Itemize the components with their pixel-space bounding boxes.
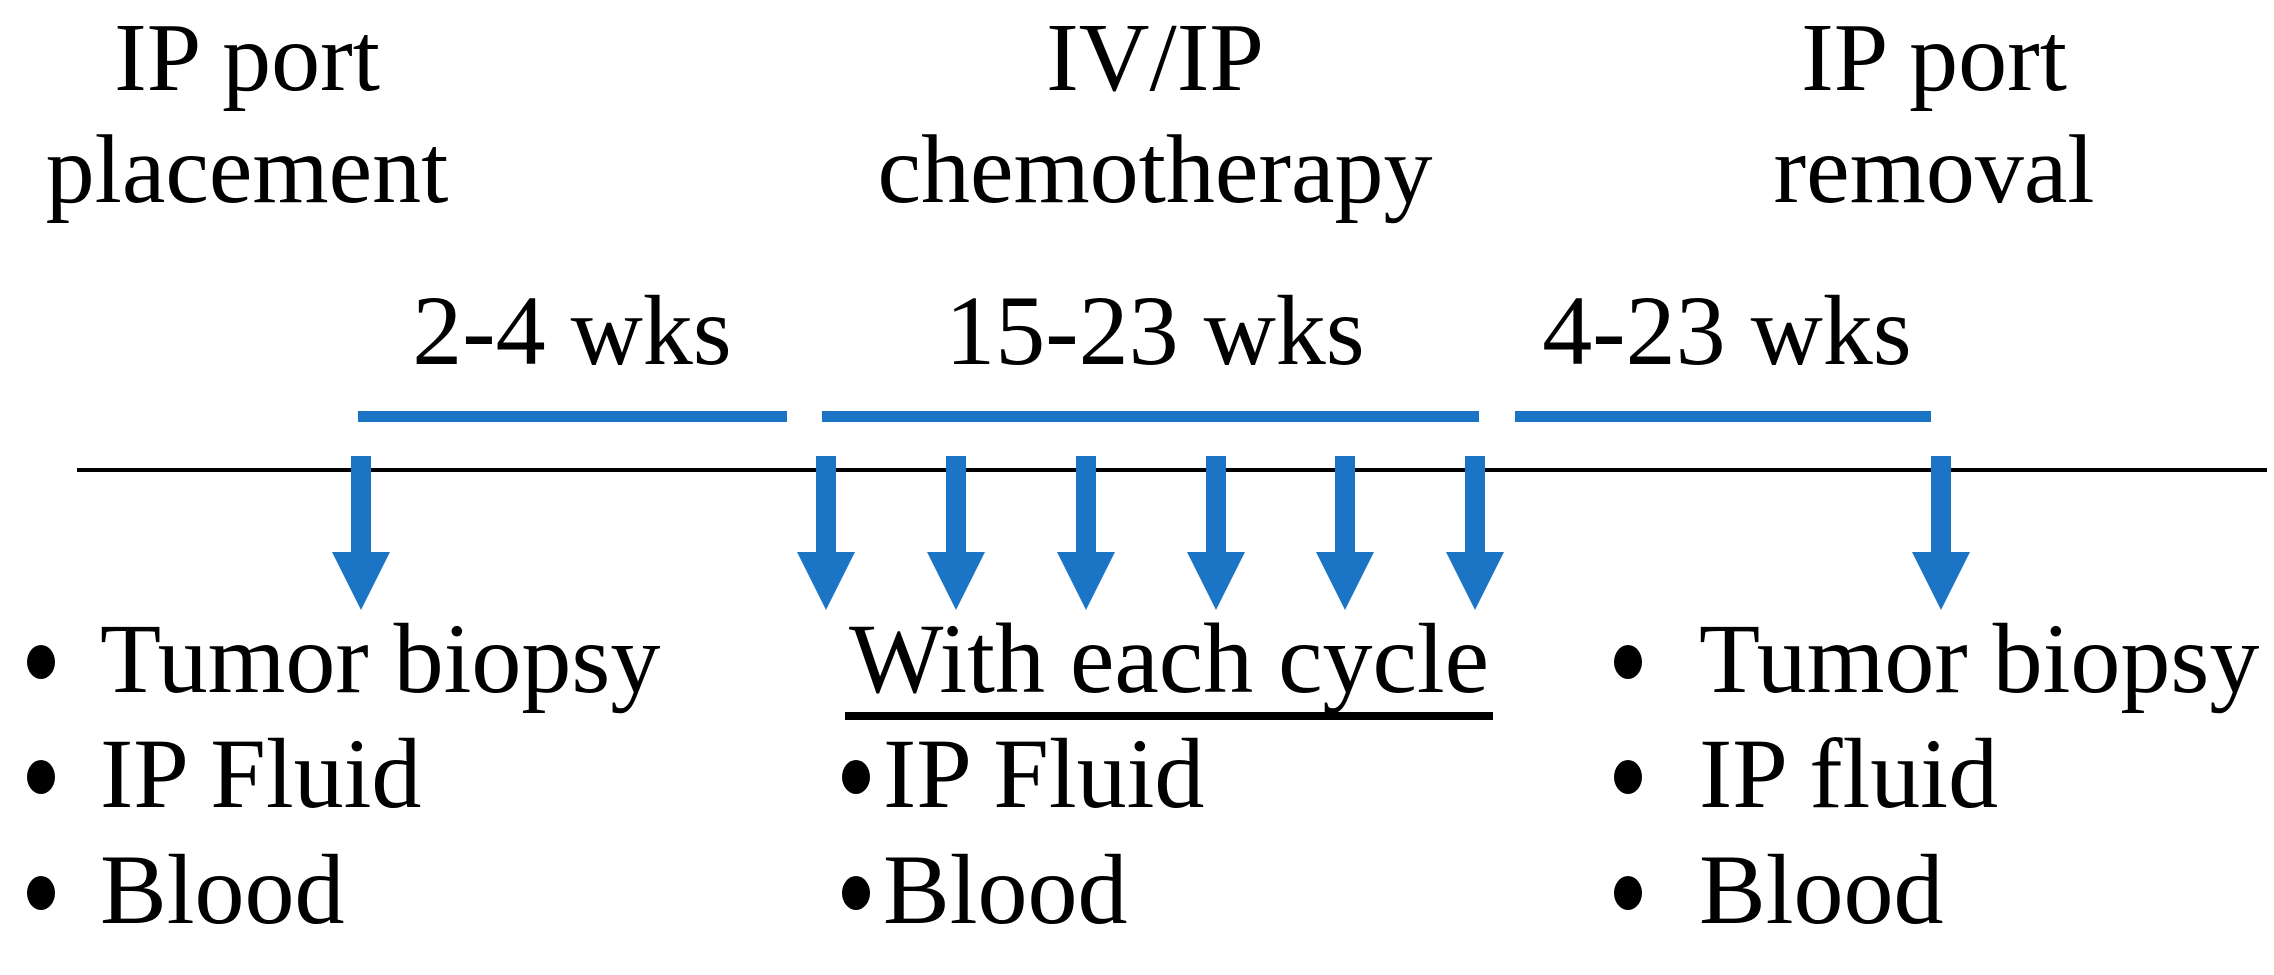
- phase-title-ip-port-placement: IP port placement: [7, 2, 487, 226]
- timeline-axis: [77, 468, 2267, 472]
- duration-label-placement: 2-4 wks: [412, 275, 732, 386]
- arrow-shaft: [816, 456, 836, 552]
- phase-title-ip-port-removal: IP port removal: [1634, 2, 2234, 226]
- arrow-head: [797, 552, 855, 610]
- list-item: Blood: [842, 840, 1127, 940]
- timepoint-arrow-icon: [1446, 456, 1504, 610]
- phase-title-line: removal: [1773, 116, 2095, 224]
- list-item: IP Fluid: [842, 724, 1204, 824]
- arrow-head: [1446, 552, 1504, 610]
- duration-bar-removal: [1515, 411, 1931, 422]
- bullet-icon: [27, 876, 55, 910]
- bullet-icon: [842, 876, 870, 910]
- list-item-label: Blood: [883, 834, 1128, 945]
- arrow-shaft: [1206, 456, 1226, 552]
- arrow-shaft: [1335, 456, 1355, 552]
- arrow-head: [1057, 552, 1115, 610]
- timepoint-arrow-icon: [927, 456, 985, 610]
- bullet-icon: [842, 760, 870, 794]
- list-item-label: Tumor biopsy: [1699, 603, 2260, 714]
- duration-label-removal: 4-23 wks: [1542, 275, 1912, 386]
- phase-title-line: IV/IP: [1046, 4, 1264, 112]
- timepoint-arrow-icon: [332, 456, 390, 610]
- arrow-head: [1912, 552, 1970, 610]
- list-item-label: IP Fluid: [883, 718, 1205, 829]
- phase-title-iv-ip-chemotherapy: IV/IP chemotherapy: [855, 2, 1455, 226]
- list-item: Tumor biopsy: [1614, 609, 2259, 709]
- arrow-shaft: [1076, 456, 1096, 552]
- bullet-icon: [1614, 876, 1642, 910]
- arrow-shaft: [1465, 456, 1485, 552]
- bullet-icon: [1614, 760, 1642, 794]
- list-item: Blood: [1614, 840, 1943, 940]
- arrow-shaft: [1931, 456, 1951, 552]
- phase-title-line: placement: [45, 116, 449, 224]
- list-item: Blood: [27, 840, 344, 940]
- arrow-head: [1316, 552, 1374, 610]
- list-item: IP Fluid: [27, 724, 421, 824]
- arrow-shaft: [946, 456, 966, 552]
- phase-title-line: chemotherapy: [877, 116, 1433, 224]
- list-item-label: Tumor biopsy: [100, 603, 661, 714]
- arrow-head: [332, 552, 390, 610]
- arrow-head: [927, 552, 985, 610]
- timepoint-arrow-icon: [1057, 456, 1115, 610]
- phase-title-line: IP port: [1801, 4, 2067, 112]
- list-item-label: IP fluid: [1699, 718, 1999, 829]
- list-item-label: IP Fluid: [100, 718, 422, 829]
- duration-bar-chemotherapy: [822, 411, 1479, 422]
- bullet-icon: [1614, 645, 1642, 679]
- cycle-heading: With each cycle: [845, 609, 1494, 720]
- arrow-head: [1187, 552, 1245, 610]
- timepoint-arrow-icon: [1187, 456, 1245, 610]
- list-item: IP fluid: [1614, 724, 1998, 824]
- phase-title-line: IP port: [114, 4, 380, 112]
- timepoint-arrow-icon: [1316, 456, 1374, 610]
- list-item-label: Blood: [100, 834, 345, 945]
- bullet-icon: [27, 645, 55, 679]
- list-item-label: Blood: [1699, 834, 1944, 945]
- list-item: Tumor biopsy: [27, 609, 660, 709]
- duration-label-chemotherapy: 15-23 wks: [945, 275, 1365, 386]
- arrow-shaft: [351, 456, 371, 552]
- bullet-icon: [27, 760, 55, 794]
- timepoint-arrow-icon: [797, 456, 855, 610]
- duration-bar-placement: [358, 411, 787, 422]
- timepoint-arrow-icon: [1912, 456, 1970, 610]
